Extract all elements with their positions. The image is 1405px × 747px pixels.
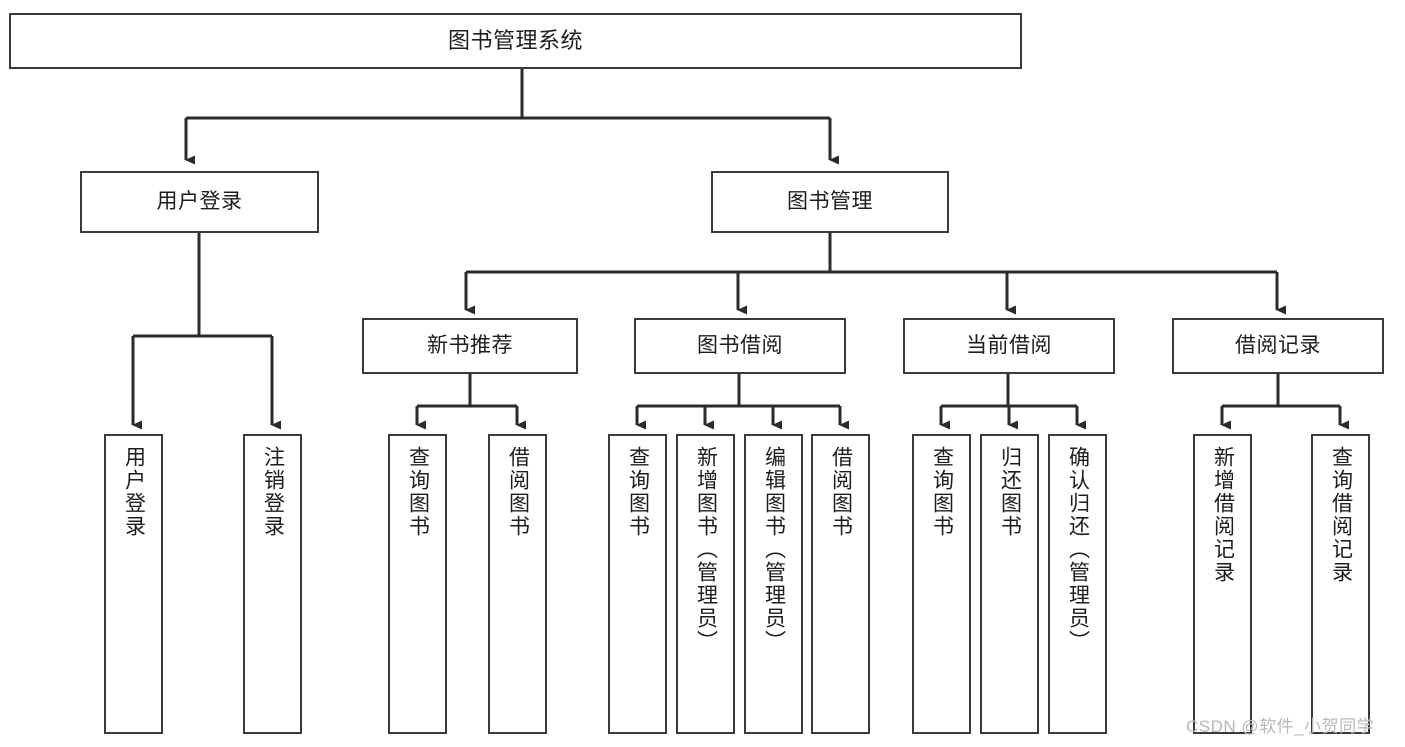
leaf-recommend-query-book[interactable]: 查询图书 (388, 434, 447, 734)
node-user-login[interactable]: 用户登录 (80, 171, 319, 233)
node-book-borrow[interactable]: 图书借阅 (634, 318, 846, 374)
leaf-recommend-borrow-book[interactable]: 借阅图书 (488, 434, 547, 734)
node-label: 当前借阅 (966, 333, 1052, 357)
leaf-borrow-add-book-admin[interactable]: 新增图书（管理员） (676, 434, 735, 734)
leaf-user-logout[interactable]: 注销登录 (243, 434, 302, 734)
node-root-system[interactable]: 图书管理系统 (9, 13, 1022, 69)
leaf-record-add-record[interactable]: 新增借阅记录 (1193, 434, 1252, 734)
node-new-book-recommend[interactable]: 新书推荐 (362, 318, 578, 374)
node-label: 注销登录 (261, 446, 285, 538)
node-label: 查询图书 (406, 446, 430, 538)
node-label: 借阅图书 (506, 446, 530, 538)
leaf-borrow-edit-book-admin[interactable]: 编辑图书（管理员） (744, 434, 803, 734)
node-borrow-record[interactable]: 借阅记录 (1172, 318, 1384, 374)
node-label: 确认归还（管理员） (1066, 446, 1090, 653)
node-label: 新增图书（管理员） (694, 446, 718, 653)
node-label: 图书管理系统 (447, 28, 583, 54)
node-label: 查询借阅记录 (1329, 446, 1353, 584)
node-label: 借阅图书 (829, 446, 853, 538)
leaf-current-query-book[interactable]: 查询图书 (912, 434, 971, 734)
node-label: 借阅记录 (1235, 333, 1321, 357)
node-label: 编辑图书（管理员） (762, 446, 786, 653)
leaf-current-confirm-return-admin[interactable]: 确认归还（管理员） (1048, 434, 1107, 734)
node-label: 新增借阅记录 (1211, 446, 1235, 584)
node-label: 归还图书 (998, 446, 1022, 538)
leaf-record-query-record[interactable]: 查询借阅记录 (1311, 434, 1370, 734)
leaf-borrow-borrow-book[interactable]: 借阅图书 (811, 434, 870, 734)
node-label: 查询图书 (626, 446, 650, 538)
node-label: 图书借阅 (697, 333, 783, 357)
node-label: 图书管理 (787, 189, 873, 213)
node-label: 新书推荐 (427, 333, 513, 357)
node-label: 用户登录 (122, 446, 146, 538)
watermark: CSDN @软件_小贺同学 (1186, 717, 1375, 736)
node-book-management[interactable]: 图书管理 (711, 171, 949, 233)
leaf-user-login[interactable]: 用户登录 (104, 434, 163, 734)
leaf-borrow-query-book[interactable]: 查询图书 (608, 434, 667, 734)
node-label: 用户登录 (156, 189, 243, 213)
node-label: 查询图书 (930, 446, 954, 538)
leaf-current-return-book[interactable]: 归还图书 (980, 434, 1039, 734)
node-current-borrow[interactable]: 当前借阅 (903, 318, 1115, 374)
